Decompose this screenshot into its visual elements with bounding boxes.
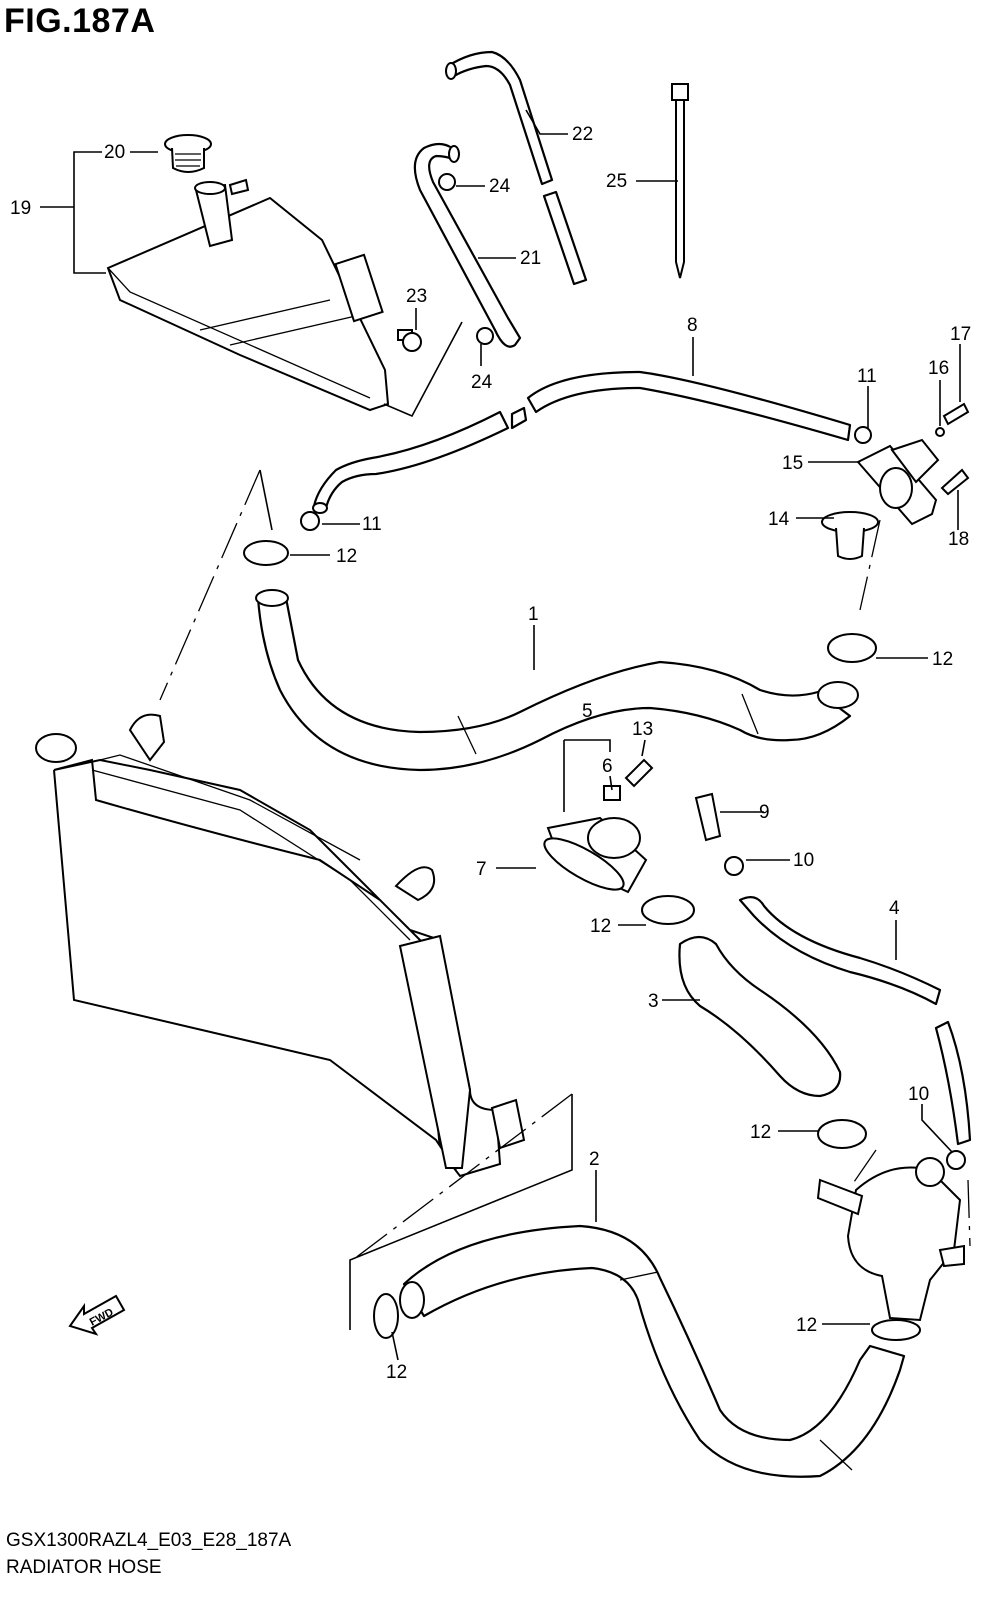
thermostat-housing	[856, 438, 940, 526]
callout-11b: 11	[362, 514, 382, 535]
callout-24a: 24	[489, 176, 511, 197]
callout-23: 23	[406, 286, 427, 307]
water-outlet-fitting	[543, 816, 648, 894]
hose-3	[678, 935, 842, 1098]
callout-12f: 12	[386, 1362, 407, 1383]
callout-15: 15	[782, 453, 803, 474]
hose-4	[738, 895, 972, 1146]
callout-11a: 11	[857, 366, 877, 387]
callout-14: 14	[768, 509, 790, 530]
model-code: GSX1300RAZL4_E03_E28_187A	[6, 1530, 292, 1551]
water-pump	[816, 1157, 965, 1322]
reservoir-tank	[106, 178, 390, 412]
alignment-lines	[159, 321, 971, 1330]
callout-18: 18	[948, 529, 969, 550]
callout-22: 22	[572, 124, 593, 145]
hose-1	[255, 589, 859, 772]
bolt-23	[397, 329, 422, 352]
callout-12e: 12	[796, 1315, 817, 1336]
clip-11	[300, 426, 872, 531]
callout-10b: 10	[908, 1084, 929, 1105]
diagram-caption: RADIATOR HOSE	[6, 1557, 162, 1578]
hose-2	[399, 1224, 906, 1478]
hose-21	[413, 142, 522, 348]
fwd-arrow-icon: FWD	[68, 1294, 126, 1336]
callout-12a: 12	[336, 546, 357, 567]
callout-5: 5	[582, 701, 593, 722]
callout-8: 8	[687, 315, 698, 336]
callout-21: 21	[520, 248, 541, 269]
callout-16: 16	[928, 358, 949, 379]
thermostat	[821, 511, 879, 560]
hose-clamps-12	[243, 540, 921, 1341]
cable-tie-25	[671, 83, 689, 279]
callout-12c: 12	[590, 916, 611, 937]
callout-10a: 10	[793, 850, 814, 871]
callout-20: 20	[104, 142, 125, 163]
callout-24b: 24	[471, 372, 493, 393]
hose-8	[312, 370, 852, 514]
clip-24	[438, 173, 494, 345]
callout-13: 13	[632, 719, 653, 740]
callout-12d: 12	[750, 1122, 771, 1143]
callout-25: 25	[606, 171, 627, 192]
bolts-16-17-18	[935, 402, 970, 496]
reservoir-cap	[164, 134, 212, 173]
callout-2: 2	[589, 1149, 600, 1170]
callout-9: 9	[759, 802, 770, 823]
callout-leaders	[40, 109, 961, 1361]
callout-numbers: 20 19 22 24 21 25 23 24 8 11 16 17 15 14…	[10, 124, 971, 1383]
callout-17: 17	[950, 324, 971, 345]
callout-1: 1	[528, 604, 539, 625]
callout-7: 7	[476, 859, 487, 880]
fitting-9	[694, 792, 966, 1170]
figure-title: FIG.187A	[4, 2, 156, 40]
radiator	[35, 713, 526, 1178]
callout-19: 19	[10, 198, 31, 219]
callout-12b: 12	[932, 649, 953, 670]
callout-6: 6	[602, 756, 613, 777]
callout-4: 4	[889, 898, 900, 919]
callout-3: 3	[648, 991, 659, 1012]
